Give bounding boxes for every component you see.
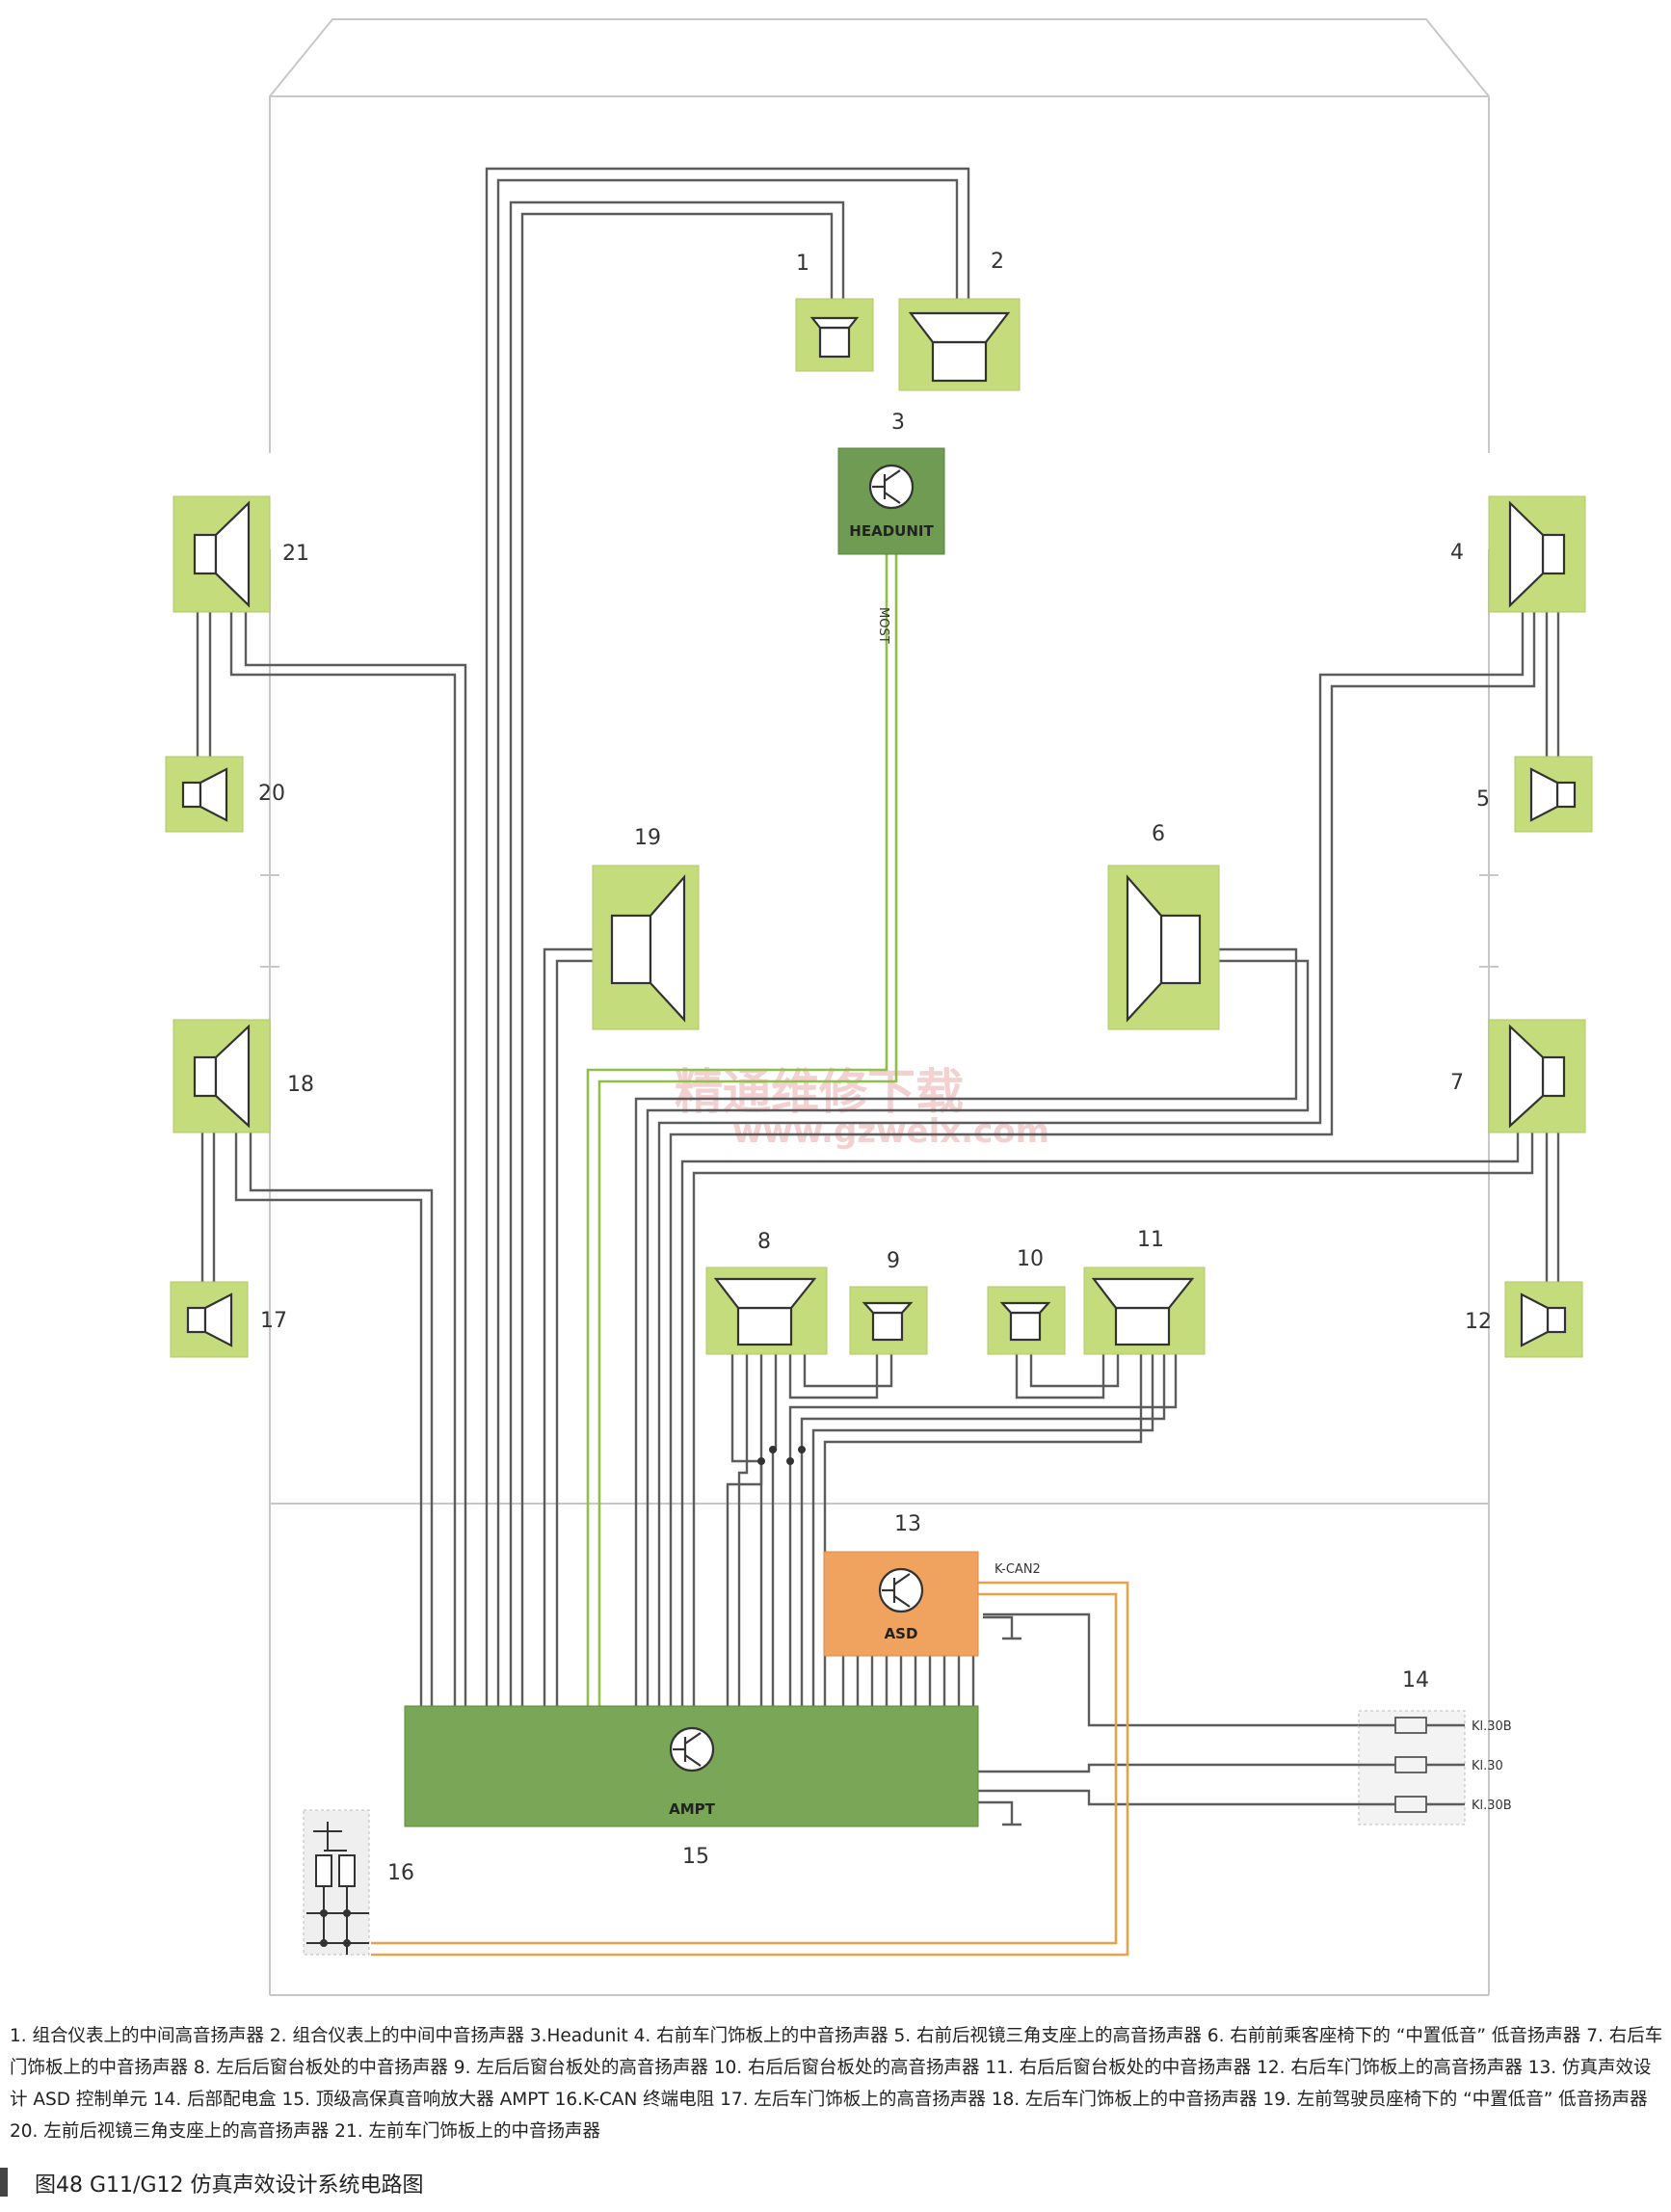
num-8: 8 [757,1230,771,1254]
num-18: 18 [287,1073,314,1097]
most-label: MOST [876,607,890,644]
num-10: 10 [1017,1247,1044,1271]
speaker-9 [849,1286,928,1355]
num-9: 9 [887,1249,900,1273]
num-20: 20 [258,782,285,806]
speaker-1 [795,298,874,372]
num-14: 14 [1402,1668,1429,1692]
speaker-20 [165,756,244,833]
num-16: 16 [387,1861,414,1885]
num-13: 13 [894,1512,921,1536]
speakers [165,298,1593,1358]
speaker-11 [1083,1266,1206,1355]
num-21: 21 [282,542,309,566]
num-15: 15 [682,1845,709,1869]
num-19: 19 [634,826,661,850]
num-2: 2 [991,250,1004,274]
num-7: 7 [1450,1071,1464,1095]
most-bus [586,554,898,1706]
headunit-module: HEADUNIT [837,447,945,555]
vehicle-outline [260,18,1499,1996]
component-numbers: 1 2 3 4 5 6 7 8 9 10 11 12 13 14 15 16 1… [258,250,1492,1885]
circuit-diagram: 精通维修下载 www.gzweix.com [165,18,1593,1996]
kl30b-label-2: Kl.30B [1472,1799,1512,1813]
num-17: 17 [260,1309,287,1333]
speaker-7 [1488,1019,1586,1133]
speaker-18 [172,1019,271,1133]
speaker-2 [898,298,1021,391]
watermark-url: www.gzweix.com [732,1112,1049,1151]
speaker-10 [987,1286,1066,1355]
speaker-17 [170,1281,249,1358]
kcan-bus [371,1581,1129,1957]
speaker-4 [1488,495,1586,613]
speaker-5 [1514,756,1593,833]
num-11: 11 [1137,1228,1164,1252]
speaker-12 [1504,1281,1583,1358]
ampt-label: AMPT [669,1800,716,1818]
ampt-amplifier: AMPT [404,1705,979,1827]
kl30-label: Kl.30 [1472,1759,1503,1773]
kcan2-label: K-CAN2 [995,1562,1041,1577]
num-6: 6 [1152,822,1165,846]
speaker-19 [592,865,700,1030]
speaker-8 [705,1266,828,1355]
num-1: 1 [796,252,809,276]
kl30b-label-1: Kl.30B [1472,1719,1512,1734]
speaker-6 [1107,865,1220,1030]
figure-caption: 图48 G11/G12 仿真声效设计系统电路图 [0,2162,1671,2206]
asd-label: ASD [885,1625,918,1642]
rear-distribution-box: Kl.30B Kl.30 Kl.30B [1358,1710,1512,1826]
caption-text: 图48 G11/G12 仿真声效设计系统电路图 [35,2173,424,2198]
asd-module: ASD [823,1551,979,1657]
num-5: 5 [1476,787,1490,812]
headunit-label: HEADUNIT [849,522,934,540]
num-3: 3 [891,411,905,435]
speaker-21 [172,495,271,613]
speaker-wires [196,167,1560,1826]
legend: 1. 组合仪表上的中间高音扬声器 2. 组合仪表上的中间中音扬声器 3.Head… [10,2026,1663,2142]
caption-bar [0,2168,8,2197]
num-4: 4 [1450,541,1464,565]
num-12: 12 [1465,1310,1492,1334]
kcan-terminal-resistor [303,1809,370,1956]
